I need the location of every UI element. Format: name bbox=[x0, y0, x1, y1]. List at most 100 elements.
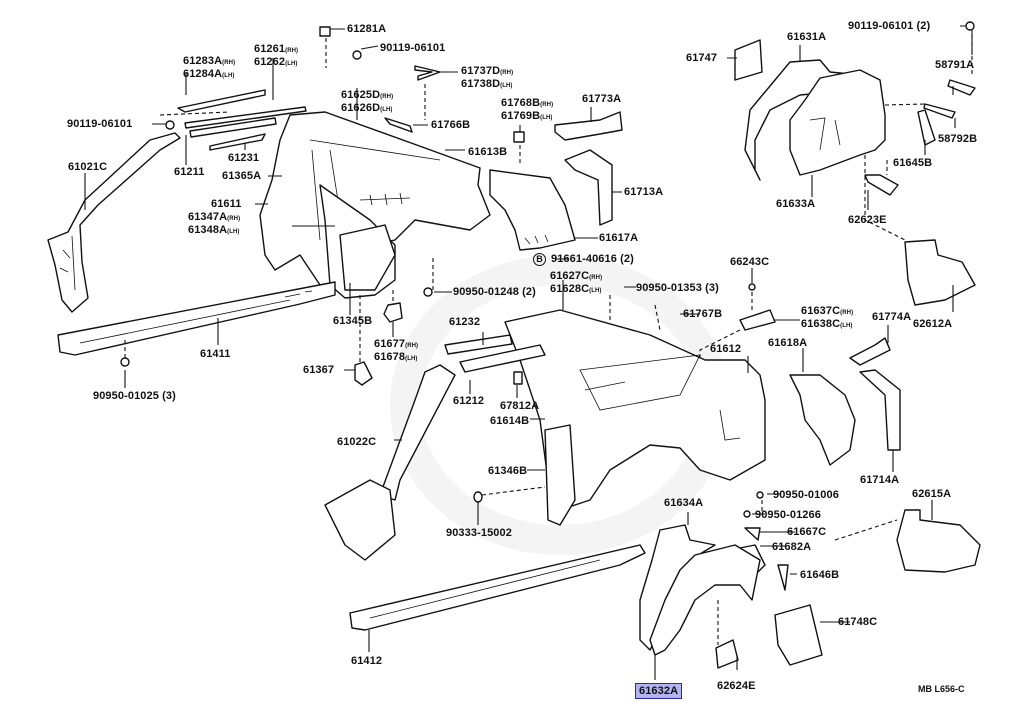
part-61773a-bracket[interactable] bbox=[554, 111, 623, 141]
label-61627c[interactable]: 61627C bbox=[550, 270, 590, 282]
part-90950-01266-clip[interactable] bbox=[743, 510, 751, 518]
label-61628c[interactable]: 61628C bbox=[550, 283, 590, 295]
label-61737d-61738d[interactable]: 61737D(RH) 61738D(LH) bbox=[461, 66, 513, 92]
label-61637c[interactable]: 61637C bbox=[801, 305, 841, 317]
part-61412-rocker-panel[interactable] bbox=[349, 544, 646, 631]
label-61232[interactable]: 61232 bbox=[449, 316, 481, 328]
part-67812a-clip[interactable] bbox=[513, 371, 523, 385]
label-61347a-61348a[interactable]: 61347A(RH) 61348A(LH) bbox=[188, 212, 240, 238]
part-90950-01025-clip[interactable] bbox=[120, 357, 130, 367]
part-61211-roof-rail-inner[interactable] bbox=[189, 117, 277, 138]
label-61283a[interactable]: 61283A bbox=[183, 55, 223, 67]
label-61677[interactable]: 61677 bbox=[374, 338, 406, 350]
part-61212-rail[interactable] bbox=[459, 344, 546, 373]
label-61646b[interactable]: 61646B bbox=[800, 569, 840, 581]
label-61748c[interactable]: 61748C bbox=[838, 616, 878, 628]
part-90119-screw-left[interactable] bbox=[165, 120, 175, 130]
part-61021c-front-pillar[interactable] bbox=[47, 132, 181, 313]
label-61767b[interactable]: 61767B bbox=[683, 308, 723, 320]
label-61768b[interactable]: 61768B bbox=[501, 97, 541, 109]
label-61637c-61638c[interactable]: 61637C(RH) 61638C(LH) bbox=[801, 306, 853, 332]
label-61768b-61769b[interactable]: 61768B(RH) 61769B(LH) bbox=[501, 98, 553, 124]
part-61667c-bracket[interactable] bbox=[744, 527, 761, 541]
label-61773a[interactable]: 61773A bbox=[582, 93, 622, 105]
part-61714a-extension[interactable] bbox=[859, 369, 901, 451]
label-61613b[interactable]: 61613B bbox=[468, 146, 508, 158]
label-90950-01006[interactable]: 90950-01006 bbox=[773, 489, 839, 501]
label-62612a[interactable]: 62612A bbox=[913, 318, 953, 330]
part-61747-bracket[interactable] bbox=[734, 39, 763, 81]
part-58791a-bracket[interactable] bbox=[947, 79, 976, 96]
label-90333-15002[interactable]: 90333-15002 bbox=[446, 527, 512, 539]
label-61261-61262[interactable]: 61261(RH) 61262(LH) bbox=[254, 44, 298, 70]
part-61774a-bracket[interactable] bbox=[849, 337, 891, 366]
part-61346b-pillar[interactable] bbox=[544, 424, 576, 526]
part-61646b-bracket[interactable] bbox=[777, 564, 789, 591]
part-58792b-bracket[interactable] bbox=[923, 103, 956, 119]
label-61682a[interactable]: 61682A bbox=[772, 541, 812, 553]
label-62624e[interactable]: 62624E bbox=[717, 680, 756, 692]
label-90119-06101-left[interactable]: 90119-06101 bbox=[67, 118, 133, 130]
label-61022c[interactable]: 61022C bbox=[337, 436, 377, 448]
label-67812a[interactable]: 67812A bbox=[500, 400, 540, 412]
label-61284a[interactable]: 61284A bbox=[183, 68, 223, 80]
part-66243c-grommet[interactable] bbox=[748, 283, 756, 291]
part-61632a-wheelhouse-inner[interactable] bbox=[649, 544, 761, 656]
label-61737d[interactable]: 61737D bbox=[461, 65, 501, 77]
label-90119-06101-top[interactable]: 90119-06101 bbox=[380, 42, 446, 54]
label-58791a[interactable]: 58791A bbox=[935, 59, 975, 71]
part-90333-15002-plug[interactable] bbox=[473, 491, 483, 503]
part-61748c-bracket[interactable] bbox=[774, 604, 823, 666]
label-61614b[interactable]: 61614B bbox=[490, 415, 530, 427]
part-61281a-bracket[interactable] bbox=[319, 26, 331, 37]
label-61611[interactable]: 61611 bbox=[211, 198, 242, 210]
part-90950-01248-clip[interactable] bbox=[423, 287, 433, 297]
part-61231-roof-rail-piece[interactable] bbox=[209, 133, 266, 151]
part-61645b-bracket[interactable] bbox=[917, 109, 936, 146]
label-61281a[interactable]: 61281A bbox=[347, 23, 387, 35]
label-90950-01353[interactable]: 90950-01353 (3) bbox=[636, 282, 719, 294]
part-61677-plate[interactable] bbox=[383, 302, 403, 323]
part-62624e-piece[interactable] bbox=[715, 639, 739, 669]
part-61345b-pillar-base[interactable] bbox=[339, 224, 396, 291]
label-61367[interactable]: 61367 bbox=[303, 364, 335, 376]
label-61021c[interactable]: 61021C bbox=[68, 161, 108, 173]
part-61022c-center-pillar[interactable] bbox=[324, 364, 456, 561]
part-62623e-piece[interactable] bbox=[864, 174, 899, 196]
label-61713a[interactable]: 61713A bbox=[624, 186, 664, 198]
label-61747[interactable]: 61747 bbox=[686, 52, 718, 64]
part-90950-01006-clip[interactable] bbox=[756, 491, 764, 499]
part-61618a-panel[interactable] bbox=[789, 374, 856, 466]
label-61634a[interactable]: 61634A bbox=[664, 497, 704, 509]
label-61678[interactable]: 61678 bbox=[374, 351, 406, 363]
label-61231[interactable]: 61231 bbox=[228, 152, 260, 164]
part-61637c-bracket[interactable] bbox=[739, 309, 776, 331]
part-61232-rail[interactable] bbox=[444, 334, 513, 355]
label-61645b[interactable]: 61645B bbox=[893, 157, 933, 169]
part-61713a-extension[interactable] bbox=[564, 149, 613, 226]
label-61262[interactable]: 61262 bbox=[254, 56, 286, 68]
label-61633a[interactable]: 61633A bbox=[776, 198, 816, 210]
label-90119-06101-right[interactable]: 90119-06101 (2) bbox=[848, 20, 931, 32]
label-61612[interactable]: 61612 bbox=[710, 343, 742, 355]
part-61612-quarter-panel[interactable] bbox=[504, 309, 766, 511]
label-61714a[interactable]: 61714A bbox=[860, 474, 900, 486]
label-62615a[interactable]: 62615A bbox=[912, 488, 952, 500]
part-61261-roof-rail[interactable] bbox=[184, 106, 307, 129]
label-61618a[interactable]: 61618A bbox=[768, 337, 808, 349]
label-61212[interactable]: 61212 bbox=[453, 395, 485, 407]
part-61283a-roof-rail-strip[interactable] bbox=[177, 89, 266, 113]
label-61667c[interactable]: 61667C bbox=[787, 526, 827, 538]
label-62623e[interactable]: 62623E bbox=[848, 214, 887, 226]
part-62615a-panel[interactable] bbox=[896, 509, 981, 573]
label-61774a[interactable]: 61774A bbox=[872, 311, 912, 323]
part-61768b-clip[interactable] bbox=[513, 131, 525, 143]
label-61345b[interactable]: 61345B bbox=[333, 315, 373, 327]
label-61769b[interactable]: 61769B bbox=[501, 110, 541, 122]
label-90950-01248[interactable]: 90950-01248 (2) bbox=[453, 286, 536, 298]
label-61347a[interactable]: 61347A bbox=[188, 211, 228, 223]
label-61346b[interactable]: 61346B bbox=[488, 465, 528, 477]
label-90950-01266[interactable]: 90950-01266 bbox=[755, 509, 821, 521]
part-90119-screw-top[interactable] bbox=[352, 50, 362, 60]
